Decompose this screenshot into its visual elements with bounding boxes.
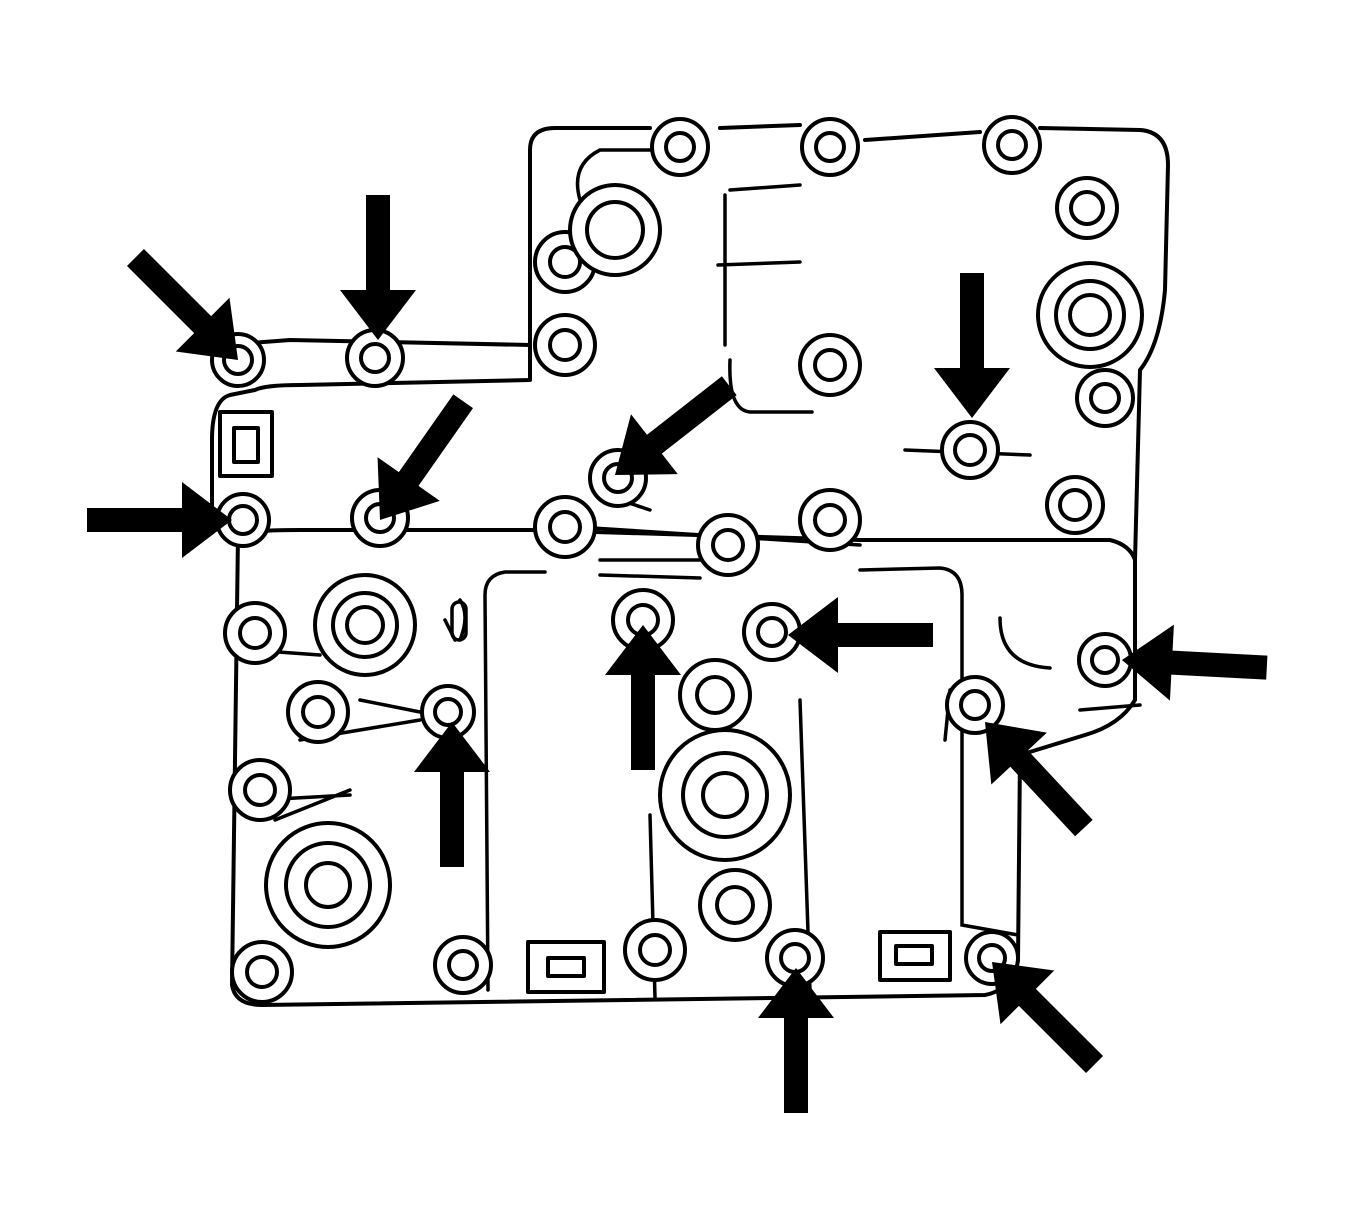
boss-group	[210, 115, 1144, 1004]
slot-left	[450, 600, 468, 642]
boss-center-2-inner	[715, 885, 755, 925]
pad-upper-left	[218, 410, 274, 478]
valve-body-outline	[210, 123, 1170, 1007]
arrow-bolt-mid-left-1	[87, 482, 232, 558]
bolt-center-3-inner	[756, 616, 788, 648]
pad-lower-right	[878, 930, 952, 982]
boss-right-1-inner	[1069, 190, 1105, 226]
arrow-bolt-bottom-right	[992, 962, 1104, 1074]
bolt-center-right-inner	[953, 433, 987, 467]
port-center-large-core	[701, 771, 749, 819]
boss-right-large-core	[1068, 293, 1112, 337]
arrow-bolt-left-lower	[414, 722, 490, 867]
boss-tube-2-inner	[548, 328, 582, 362]
boss-tube-6-inner	[711, 528, 745, 562]
boss-tube-3-inner	[548, 510, 582, 544]
arrow-bolt-right-lower	[985, 722, 1093, 837]
arrow-bolt-center-1	[615, 376, 737, 475]
bolt-hex-right-inner	[1089, 382, 1121, 414]
arrow-bolt-center-right	[934, 273, 1010, 418]
boss-bottom-1-inner	[638, 933, 672, 967]
boss-tube-5-inner	[813, 503, 847, 537]
pad-group	[218, 410, 952, 994]
right-upper-plate-outline	[528, 123, 1170, 562]
boss-left-4-inner	[245, 955, 279, 989]
boss-top-2-inner	[814, 131, 846, 163]
boss-center-1-inner	[695, 675, 735, 715]
arrow-bolt-right-edge	[1122, 624, 1268, 701]
bolt-bottom-center-inner	[779, 942, 811, 974]
left-upper-plate-outline	[210, 338, 532, 532]
boss-left-1-inner	[238, 616, 272, 650]
bolt-mid-left-1-inner	[227, 504, 259, 536]
arrow-bolt-center-3	[788, 597, 933, 673]
pad-upper-left-inner	[232, 426, 260, 464]
bolt-left-lower-inner	[433, 697, 463, 727]
bolt-hex-bottom-left-inner	[447, 949, 479, 981]
arrow-bolt-mid-left-2	[377, 394, 473, 520]
boss-top-1-inner	[664, 131, 696, 163]
bolt-top-left-2-inner	[359, 342, 391, 374]
boss-tube-1-inner	[548, 245, 582, 279]
boss-right-2-inner	[1058, 488, 1092, 522]
port-upper-center-inner	[585, 200, 645, 260]
boss-tube-4-inner	[813, 348, 847, 382]
boss-left-3-inner	[243, 773, 277, 807]
port-left-upper-core	[345, 605, 385, 645]
arrow-group	[87, 195, 1268, 1113]
arrow-bolt-center-2	[605, 625, 681, 770]
lower-plate-outline	[230, 528, 1137, 1007]
boss-top-3-inner	[996, 129, 1028, 161]
pad-lower-mid	[526, 940, 606, 994]
pad-lower-right-inner	[894, 944, 934, 966]
bolt-right-edge-inner	[1090, 645, 1120, 675]
port-left-lower-core	[304, 861, 352, 909]
pad-lower-mid-inner	[546, 956, 586, 978]
arrow-bolt-top-left-2	[340, 195, 416, 340]
arrow-bolt-bottom-center	[758, 968, 834, 1113]
boss-left-2-inner	[301, 695, 335, 729]
bolt-right-lower-inner	[959, 689, 991, 721]
channel-walls	[483, 566, 1020, 1000]
arrow-bolt-top-left-1	[126, 248, 238, 360]
